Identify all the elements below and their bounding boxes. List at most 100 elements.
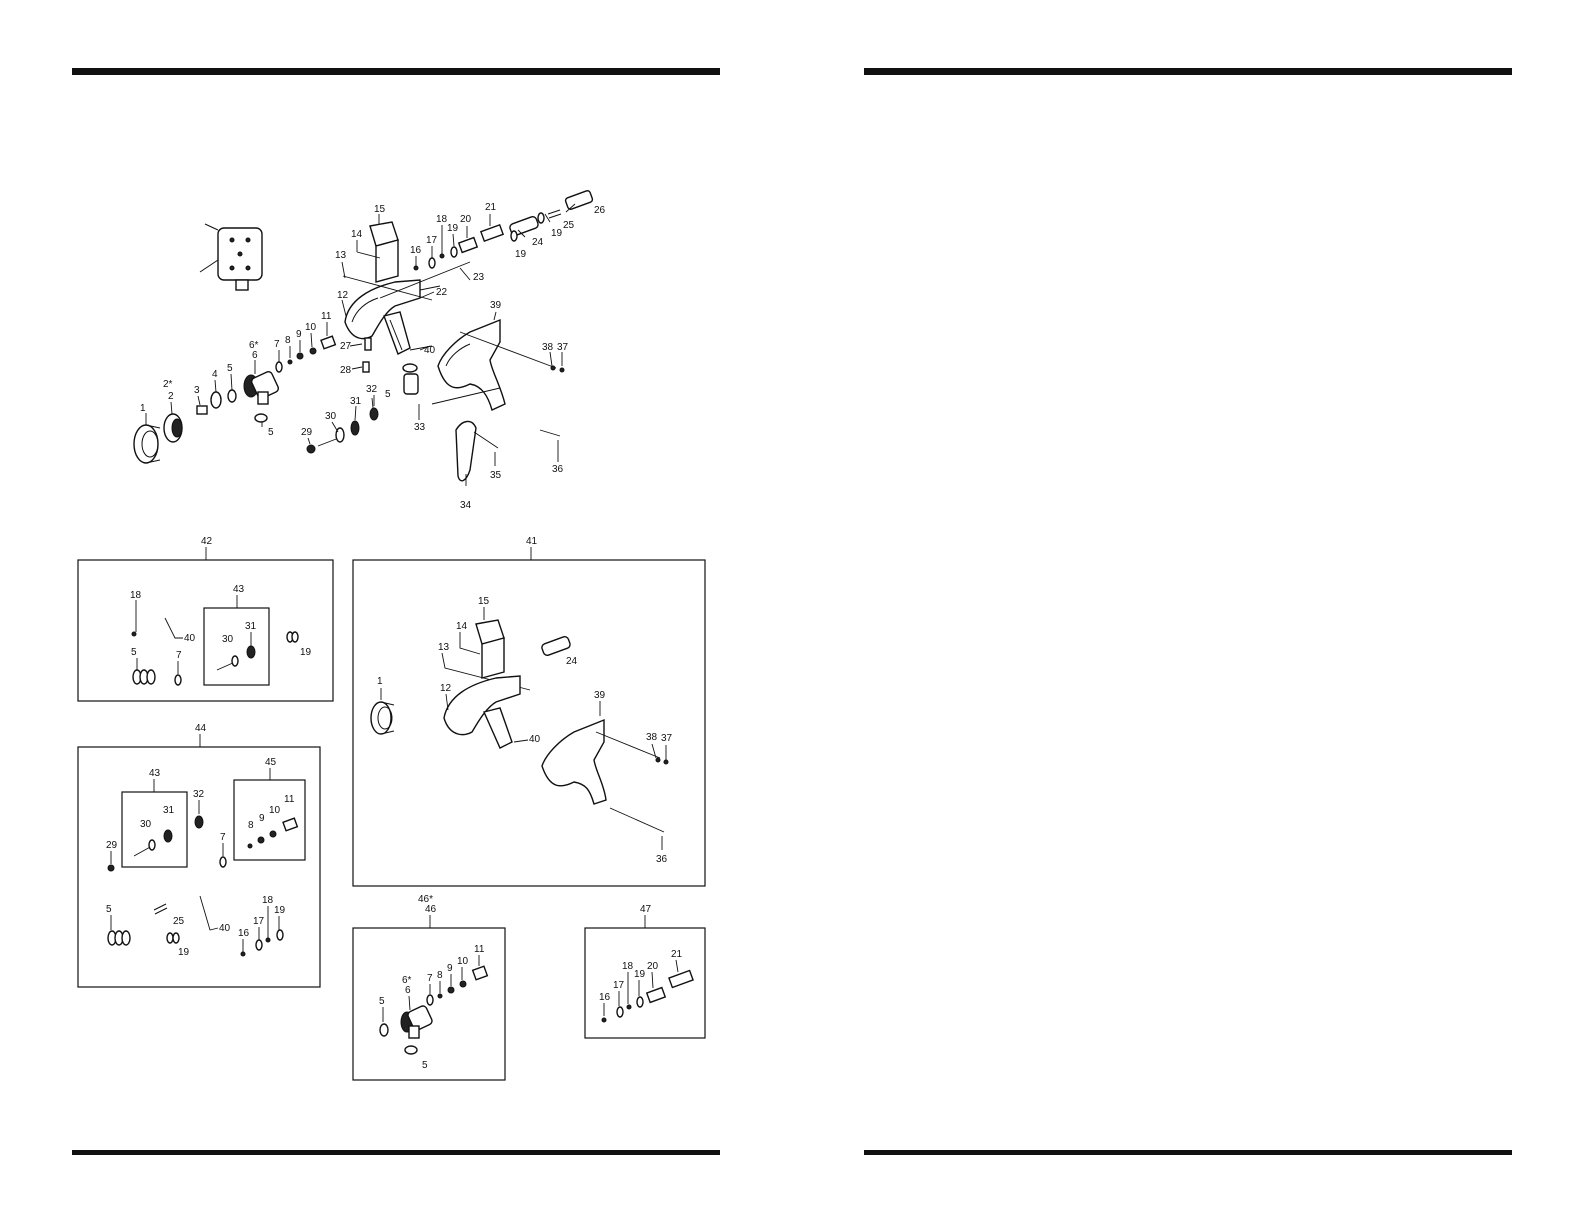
callout: 21 — [485, 202, 497, 213]
callout: 5 — [379, 996, 385, 1007]
callout: 23 — [473, 272, 485, 283]
callout: 31 — [245, 621, 257, 632]
part-32 — [370, 408, 378, 420]
callout: 36 — [552, 464, 564, 475]
callout: 7 — [427, 973, 433, 984]
callout: 25 — [173, 916, 185, 927]
part-8 — [438, 994, 442, 998]
callout: 13 — [335, 250, 347, 261]
kit-44-title: 44 — [195, 723, 207, 734]
callout: 1 — [377, 676, 383, 687]
callout: 17 — [426, 235, 438, 246]
callout: 5 — [385, 389, 391, 400]
callout: 1 — [140, 403, 146, 414]
callout: 40 — [184, 633, 196, 644]
callout: 26 — [594, 205, 606, 216]
callout: 37 — [557, 342, 569, 353]
part-4-oring — [211, 392, 221, 408]
part-19 — [451, 247, 457, 257]
part-16 — [602, 1018, 606, 1022]
part-33 — [403, 364, 418, 394]
part-11 — [473, 966, 488, 980]
callout: 17 — [253, 916, 265, 927]
callout: 2 — [168, 391, 174, 402]
part-27 — [365, 338, 371, 350]
part-10 — [460, 981, 466, 987]
part-38 — [656, 758, 660, 762]
kit-47-title: 47 — [640, 904, 652, 915]
callout: 7 — [220, 832, 226, 843]
part-29 — [108, 865, 114, 871]
part-2-tip — [164, 414, 182, 442]
callout: 9 — [447, 963, 453, 974]
part-29 — [307, 445, 315, 453]
part-36-pin — [610, 808, 664, 832]
callout: 5 — [268, 427, 274, 438]
kit-42-title: 42 — [201, 536, 213, 547]
callout: 29 — [106, 840, 118, 851]
callout: 7 — [176, 650, 182, 661]
part-18 — [440, 254, 444, 258]
part-37 — [551, 366, 555, 370]
callout: 13 — [438, 642, 450, 653]
callout: 16 — [410, 245, 422, 256]
callout: 19 — [274, 905, 286, 916]
sub-43-title: 43 — [149, 768, 161, 779]
callout: 21 — [671, 949, 683, 960]
part-9 — [448, 987, 454, 993]
kit-41-box: 41 1 15 14 13 12 24 39 40 38 37 — [353, 536, 705, 886]
callout: 5 — [131, 647, 137, 658]
callout: 8 — [248, 820, 254, 831]
part-19-orings — [287, 632, 298, 642]
callout: 20 — [647, 961, 659, 972]
callout: 29 — [301, 427, 313, 438]
part-9 — [297, 353, 303, 359]
callout: 10 — [305, 322, 317, 333]
part-31 — [164, 830, 172, 842]
part-19-c — [538, 213, 544, 223]
callout: 27 — [340, 341, 352, 352]
callout: 39 — [594, 690, 606, 701]
part-10 — [310, 348, 316, 354]
callout: 30 — [325, 411, 337, 422]
main-callouts: 1 2* 2 3 4 5 5 5 6* 6 7 8 9 10 11 12 13 … — [140, 202, 606, 511]
part-17 — [429, 258, 435, 268]
part-19-orings — [167, 933, 179, 943]
callout: 18 — [262, 895, 274, 906]
main-exploded-view — [134, 190, 593, 481]
callout: 37 — [661, 733, 673, 744]
callout: 18 — [622, 961, 634, 972]
part-34-trigger — [456, 421, 476, 480]
part-15-top-block — [370, 222, 398, 282]
callout: 4 — [212, 369, 218, 380]
part-16 — [414, 266, 418, 270]
callout: 40 — [529, 734, 541, 745]
part-25-spring — [154, 904, 167, 914]
callout: 5 — [227, 363, 233, 374]
callout: 34 — [460, 500, 472, 511]
part-12-gun-body — [345, 280, 420, 354]
callout: 19 — [447, 223, 459, 234]
part-39-handle — [438, 320, 556, 410]
callout: 12 — [337, 290, 349, 301]
part-20 — [459, 238, 477, 253]
callout: 3 — [194, 385, 200, 396]
callout: 6 — [252, 350, 258, 361]
part-7 — [427, 995, 433, 1005]
part-5-oring — [228, 390, 236, 402]
callout: 15 — [478, 596, 490, 607]
callout: 19 — [551, 228, 563, 239]
part-16 — [241, 952, 245, 956]
part-40 — [514, 740, 528, 742]
kit-46-title: 46 — [425, 904, 437, 915]
callout: 18 — [436, 214, 448, 225]
part-38 — [560, 368, 564, 372]
callout: 12 — [440, 683, 452, 694]
part-5-orings — [108, 931, 130, 945]
callout: 36 — [656, 854, 668, 865]
callout: 16 — [599, 992, 611, 1003]
callout: 16 — [238, 928, 250, 939]
part-17 — [617, 1007, 623, 1017]
callout: 11 — [321, 311, 332, 322]
